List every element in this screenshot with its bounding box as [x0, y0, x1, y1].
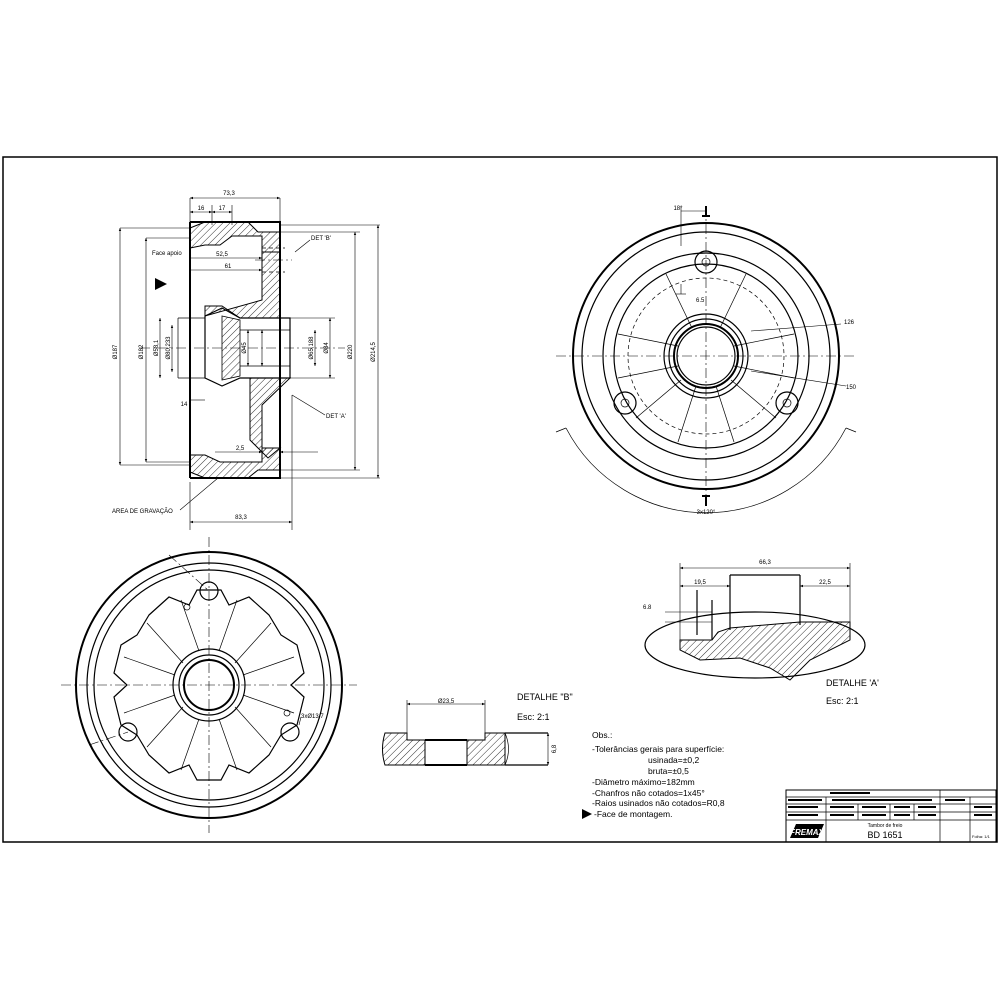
note-line-1: -Tolerâncias gerais para superfície:	[592, 744, 724, 754]
dim-r-126: 126	[844, 320, 855, 326]
dim-dia-45: Ø45	[242, 342, 248, 354]
detail-b-scale: Esc: 2:1	[517, 712, 550, 722]
note-line-5: -Chanfros não cotados=1x45°	[592, 788, 705, 798]
detail-a-dim-22: 22,5	[819, 580, 831, 586]
dim-14: 14	[181, 402, 188, 408]
note-line-2: usinada=±0,2	[648, 755, 699, 765]
dim-3x120: 3x120°	[697, 510, 716, 516]
part-number: BD 1651	[867, 830, 902, 840]
dim-dia-80: Ø80,233	[166, 336, 172, 360]
dim-dia-65: Ø65,188	[309, 336, 315, 360]
dim-6-5: 6.5	[696, 298, 705, 304]
dim-61: 61	[225, 264, 232, 270]
face-apoio-label: Face apoio	[152, 251, 182, 257]
folha-label: Folha: 1/1	[972, 834, 991, 839]
dim-2-5: 2,5	[236, 446, 245, 452]
title-block: FREMAX Tambor de freio BD 1651 Folha: 1/…	[785, 789, 997, 843]
detail-a-scale: Esc: 2:1	[826, 696, 859, 706]
detail-b-dim-top: Ø23,5	[438, 699, 455, 705]
detail-b: DETALHE "B" Esc: 2:1 Ø23,5 6,8	[382, 692, 573, 766]
dim-dia-220: Ø220	[348, 344, 354, 359]
note-line-6: -Raios usinados não cotados=R0,8	[592, 798, 725, 808]
detail-a-title: DETALHE 'A'	[826, 678, 879, 688]
detail-a: 66,3 19,5 22,5 6.8 DETALHE 'A' Esc: 2:1	[643, 560, 879, 706]
drawing-name: Tambor de freio	[868, 823, 903, 829]
dim-angle-18: 18°	[673, 206, 683, 212]
dim-dia-84: Ø84	[324, 342, 330, 354]
dim-52-5: 52,5	[216, 252, 228, 258]
logo-text: FREMAX	[790, 828, 824, 837]
detail-a-dim-top: 66,3	[759, 560, 771, 566]
back-view: 3xØ13,7	[61, 537, 357, 833]
front-view: 18° 6.5 126 150 3x120°	[555, 206, 857, 516]
note-line-3: bruta=±0,5	[648, 766, 689, 776]
area-gravacao-label: AREA DE GRAVAÇÃO	[112, 508, 173, 515]
notes-block: Obs.: -Tolerâncias gerais para superfíci…	[582, 730, 725, 819]
dim-dia-214: Ø214,5	[371, 341, 377, 361]
dim-dia-182: Ø182	[139, 344, 145, 359]
note-face-montagem: -Face de montagem.	[594, 809, 672, 819]
det-a-callout: DET 'A'	[326, 414, 346, 420]
detail-b-dim-side: 6,8	[552, 744, 558, 753]
dim-17: 17	[219, 206, 226, 212]
fremax-logo: FREMAX	[790, 824, 825, 838]
notes-header: Obs.:	[592, 730, 612, 740]
detail-a-dim-6-8: 6.8	[643, 605, 652, 611]
section-view: 73,3 16 17 52,5 61 14 2,5 83,3 Ø187 Ø182…	[112, 191, 380, 530]
note-line-4: -Diâmetro máximo=182mm	[592, 777, 695, 787]
dim-dia-58: Ø58,1	[154, 339, 160, 356]
dim-83-3: 83,3	[235, 515, 247, 521]
dim-73-3: 73,3	[223, 191, 235, 197]
dim-16: 16	[198, 206, 205, 212]
detail-a-dim-19: 19,5	[694, 580, 706, 586]
dim-dia-187: Ø187	[113, 344, 119, 359]
detail-b-title: DETALHE "B"	[517, 692, 573, 702]
back-holes-label: 3xØ13,7	[301, 714, 324, 720]
det-b-callout: DET 'B'	[311, 236, 331, 242]
dim-r-150: 150	[846, 385, 857, 391]
sheet-border	[2, 156, 998, 843]
